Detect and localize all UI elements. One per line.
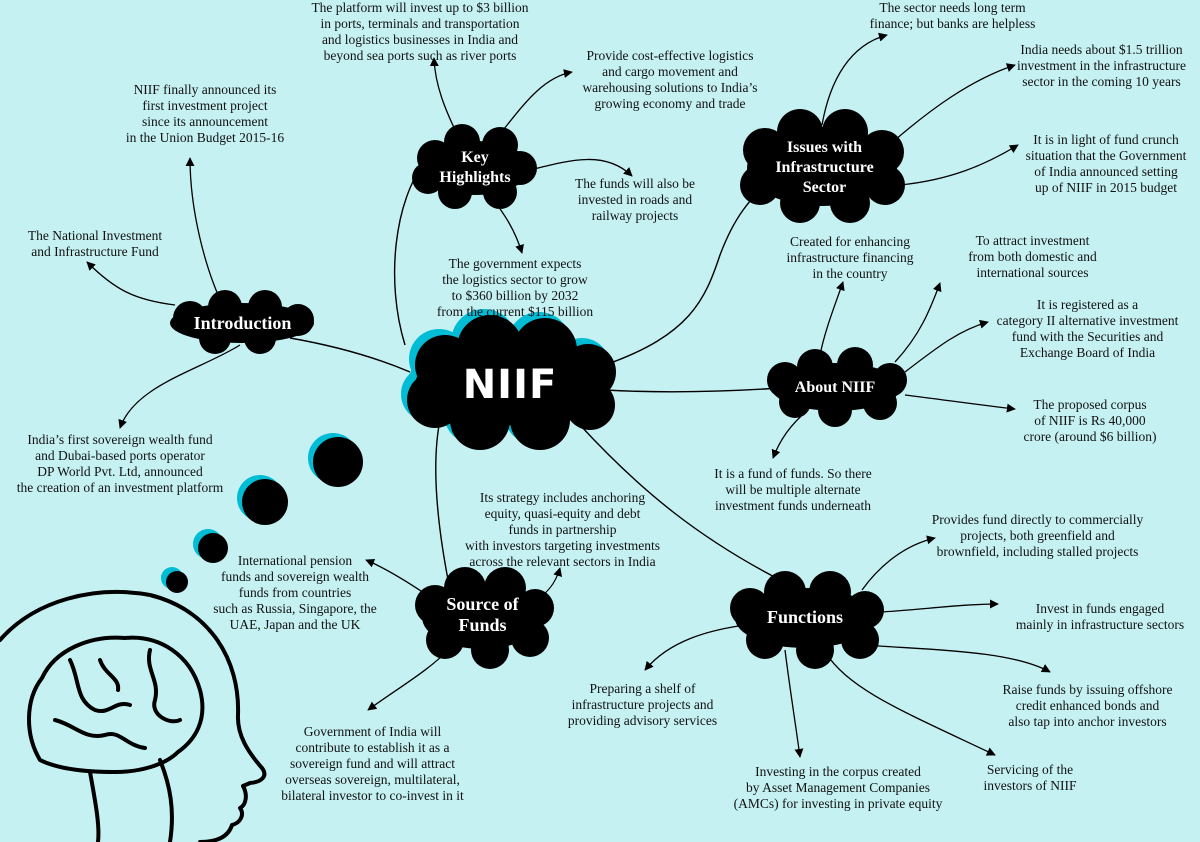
thought-bubble-icon: [161, 433, 363, 593]
fn-shelf-text: Preparing a shelf of infrastructure proj…: [567, 681, 718, 728]
arrow-fn-raise: [864, 644, 1051, 673]
source-government-text: Government of India will contribute to e…: [281, 724, 464, 803]
key-highlights-cloud: [412, 124, 537, 209]
brain-head-icon: [0, 590, 267, 842]
about-registered-text: It is registered as a category II altern…: [996, 297, 1179, 360]
arrow-issues-long-term: [821, 32, 888, 126]
intro-platform-text: India’s first sovereign wealth fund and …: [16, 432, 224, 495]
arrow-issues-crunch: [899, 144, 1019, 186]
arrow-about-attract: [894, 282, 942, 363]
introduction-label: Introduction: [193, 313, 292, 333]
source-cloud: [415, 567, 554, 669]
kh-growth-text: The government expects the logistics sec…: [436, 256, 594, 319]
about-cloud: [767, 347, 907, 427]
issues-label: Issues with Infrastructure Sector: [775, 139, 874, 196]
kh-ports-text: The platform will invest up to $3 billio…: [311, 0, 529, 63]
fn-raise-text: Raise funds by issuing offshore credit e…: [1002, 682, 1173, 729]
connector-source: [435, 419, 451, 591]
source-international-text: International pension funds and sovereig…: [213, 553, 377, 632]
leaf-arrows: [86, 32, 1051, 758]
source-strategy-text: Its strategy includes anchoring equity, …: [464, 490, 661, 569]
arrow-fn-invest: [879, 599, 999, 613]
connector-about: [604, 387, 781, 393]
arrow-about-registered: [904, 319, 989, 373]
source-of-funds-label: Source of Funds: [446, 594, 519, 635]
issues-need-text: India needs about $1.5 trillion investme…: [1016, 42, 1187, 89]
fn-direct-text: Provides fund directly to commercially p…: [931, 512, 1144, 559]
arrow-about-created: [819, 281, 845, 356]
hub-clouds: [170, 109, 907, 669]
arrow-fn-corpus: [784, 649, 804, 758]
hub-connectors: [289, 161, 791, 591]
introduction-cloud: [170, 290, 314, 354]
niif-cloud: [401, 309, 616, 450]
intro-announced-text: NIIF finally announced its first investm…: [125, 82, 285, 145]
kh-roads-text: The funds will also be invested in roads…: [575, 176, 695, 223]
about-created-text: Created for enhancing infrastructure fin…: [786, 234, 914, 281]
about-fof-text: It is a fund of funds. So there will be …: [714, 466, 872, 513]
arrow-about-corpus: [904, 394, 1016, 413]
intro-full-form-text: The National Investment and Infrastructu…: [27, 228, 163, 259]
niif-center-label: NIIF: [462, 362, 558, 408]
fn-invest-text: Invest in funds engaged mainly in infras…: [1015, 601, 1185, 632]
connector-introduction: [289, 337, 411, 373]
about-corpus-text: The proposed corpus of NIIF is Rs 40,000…: [1023, 397, 1157, 444]
kh-logistics-text: Provide cost-effective logistics and car…: [582, 48, 758, 111]
fn-corpus-text: Investing in the corpus created by Asset…: [733, 764, 943, 811]
arrow-intro-full-form: [86, 261, 176, 306]
issues-crunch-text: It is in light of fund crunch situation …: [1025, 132, 1187, 195]
arrow-fn-shelf: [644, 624, 746, 671]
about-label: About NIIF: [794, 379, 876, 396]
about-attract-text: To attract investment from both domestic…: [968, 233, 1097, 280]
arrow-fn-direct: [861, 535, 936, 591]
issues-cloud: [740, 109, 905, 223]
issues-long-term-text: The sector needs long term finance; but …: [869, 0, 1036, 31]
arrow-intro-platform: [118, 344, 241, 429]
arrow-issues-need: [894, 63, 1016, 141]
functions-label: Functions: [766, 607, 844, 627]
arrow-kh-roads: [529, 158, 633, 177]
arrow-intro-announced: [185, 157, 226, 311]
key-highlights-label: Key Highlights: [439, 149, 511, 186]
connector-functions: [579, 424, 791, 586]
arrow-fn-servicing: [824, 651, 996, 756]
functions-cloud: [730, 571, 884, 669]
fn-servicing-text: Servicing of the investors of NIIF: [983, 762, 1077, 793]
